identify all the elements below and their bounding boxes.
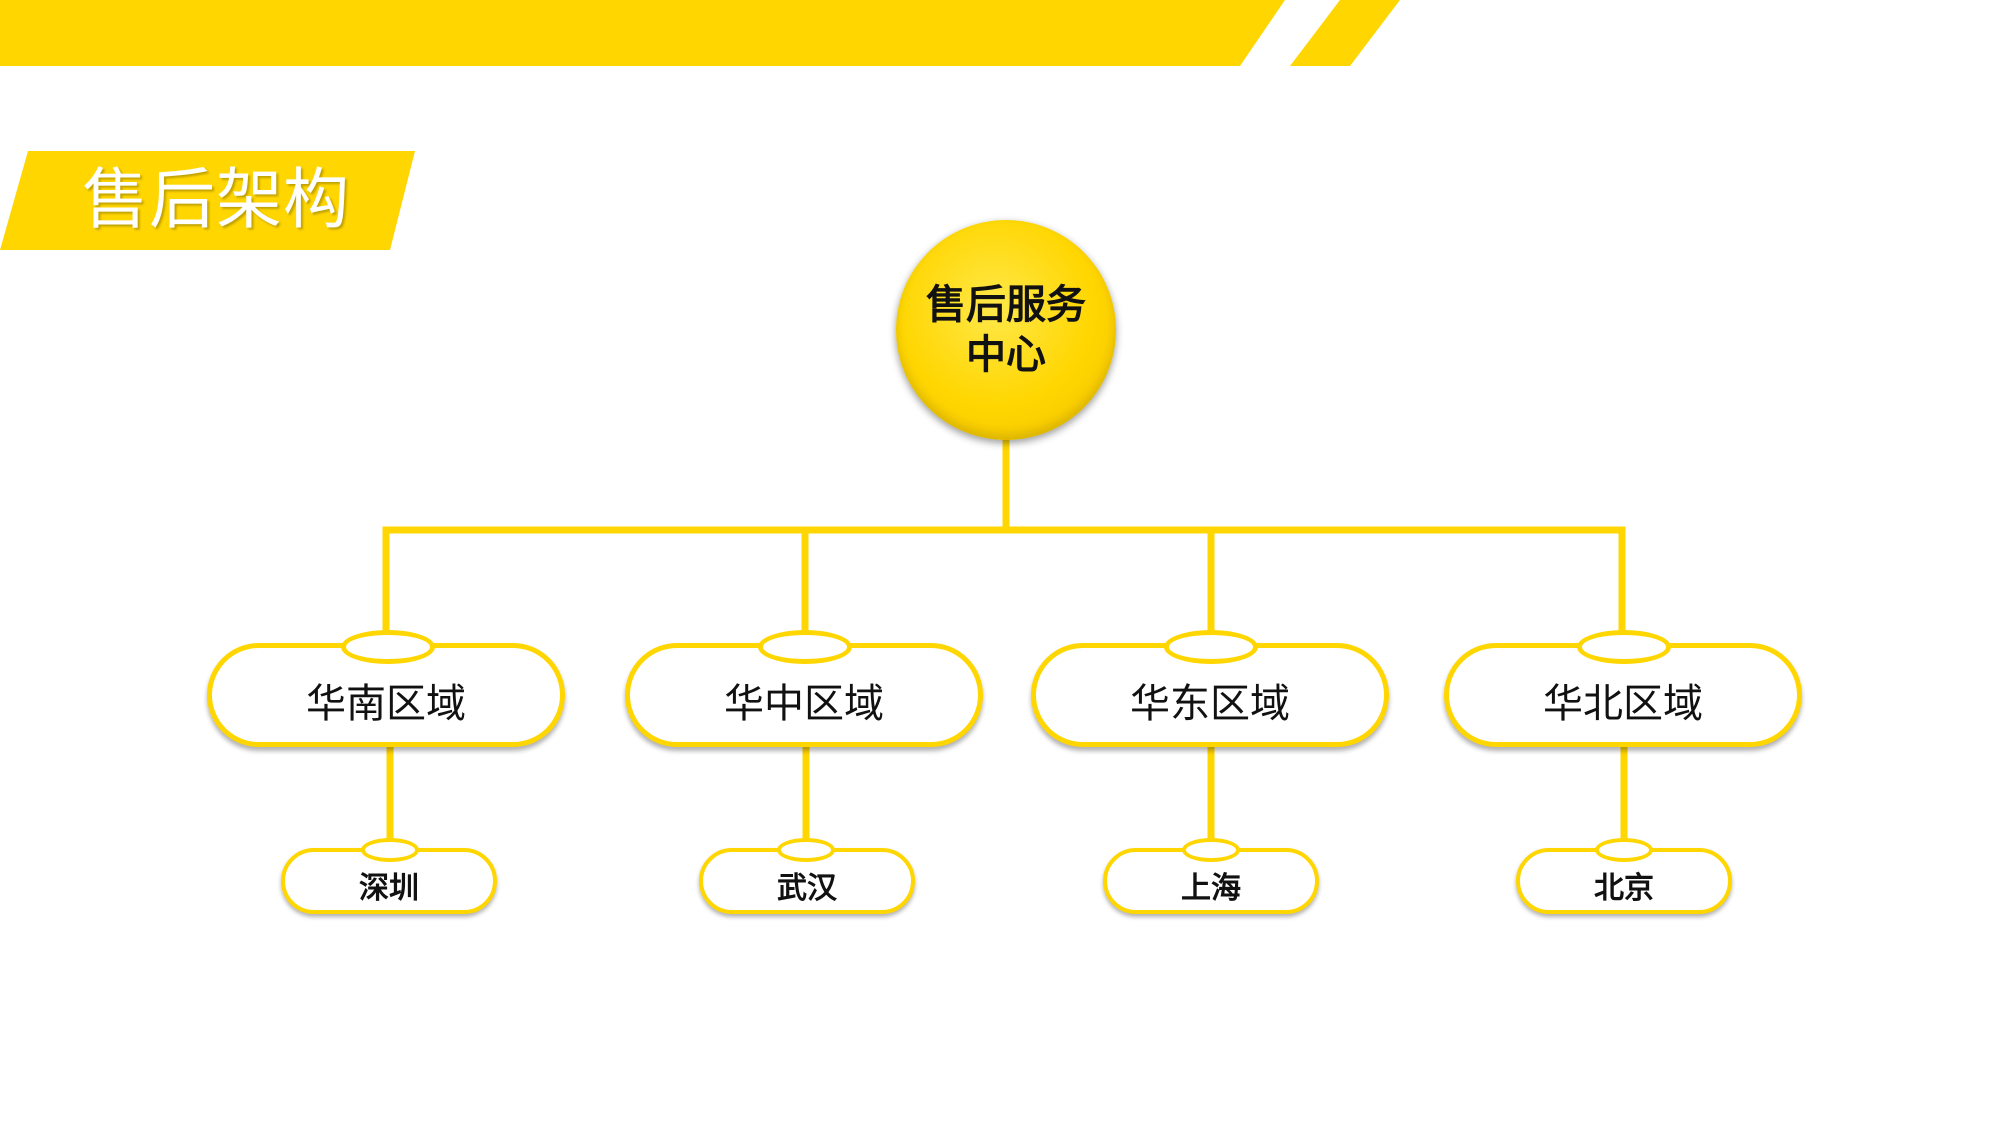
region-label-south: 华南区域 <box>306 681 466 727</box>
city-knob-wuhan <box>777 838 835 862</box>
title-banner <box>0 151 415 250</box>
city-knob-shenzhen <box>361 838 419 862</box>
region-label-north: 华北区域 <box>1543 681 1703 727</box>
region-knob-north <box>1577 630 1671 664</box>
region-label-central: 华中区域 <box>724 681 884 727</box>
page-title: 售后架构 <box>82 161 350 238</box>
header-band <box>0 0 1285 66</box>
root-node-label-line1: 售后服务 <box>926 282 1086 328</box>
city-label-wuhan: 武汉 <box>777 871 837 906</box>
region-knob-south <box>341 630 435 664</box>
region-label-east: 华东区域 <box>1130 681 1290 727</box>
region-knob-east <box>1164 630 1258 664</box>
root-node-label: 售后服务 中心 <box>916 280 1096 380</box>
root-node-label-line2: 中心 <box>966 332 1046 378</box>
root-node-service-center: 售后服务 中心 <box>896 220 1116 440</box>
city-label-shenzhen: 深圳 <box>359 871 419 906</box>
city-label-shanghai: 上海 <box>1181 871 1241 906</box>
city-knob-beijing <box>1595 838 1653 862</box>
city-knob-shanghai <box>1182 838 1240 862</box>
city-label-beijing: 北京 <box>1594 871 1654 906</box>
region-knob-central <box>758 630 852 664</box>
